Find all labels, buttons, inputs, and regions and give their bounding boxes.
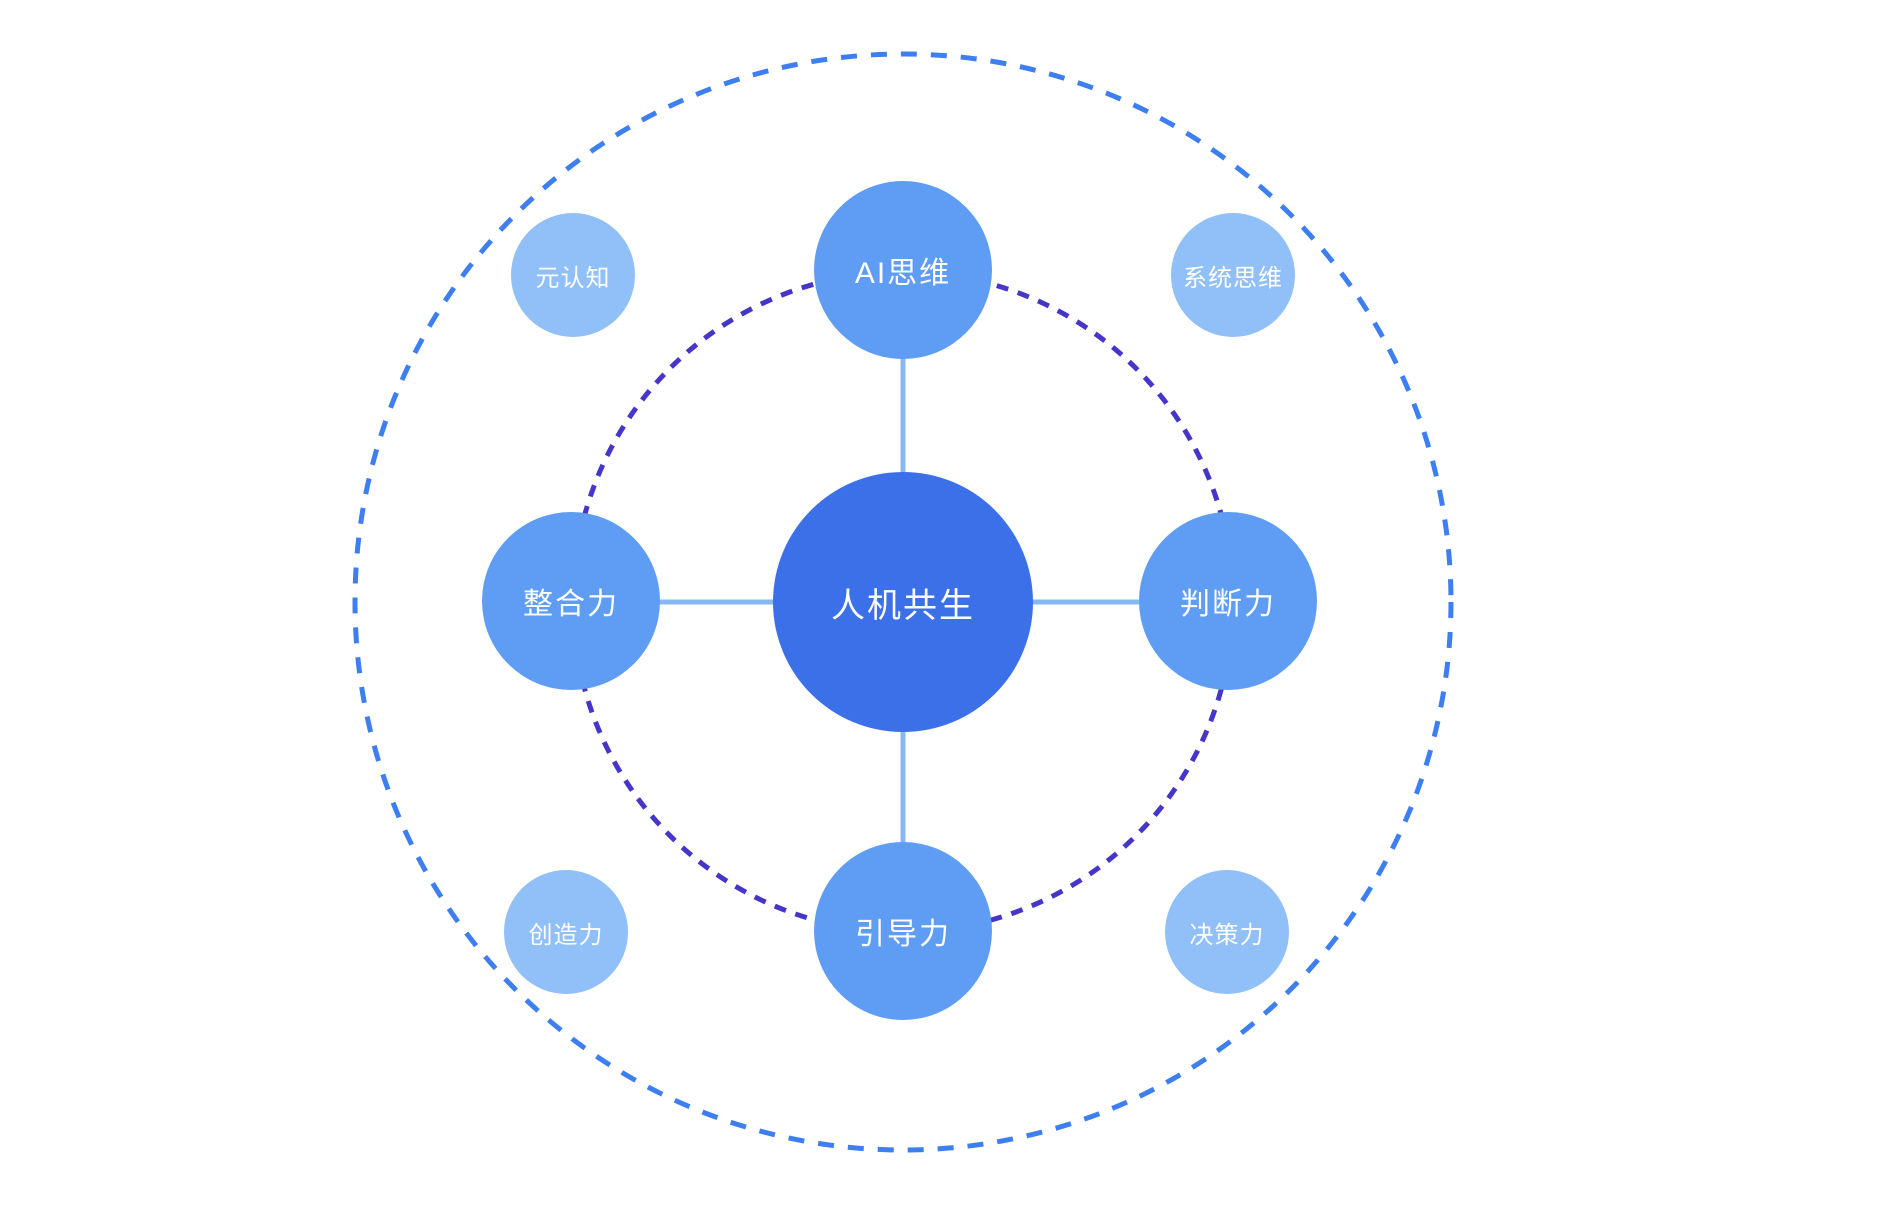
outer-node-systems-thinking: 系统思维 — [1171, 213, 1295, 337]
inner-node-label: 判断力 — [1180, 588, 1276, 621]
outer-dashed-ring — [352, 51, 1454, 1153]
outer-node-label: 创造力 — [528, 921, 604, 949]
outer-node-metacognition: 元认知 — [511, 213, 635, 337]
inner-node-label: 整合力 — [523, 588, 619, 621]
center-node-label: 人机共生 — [831, 586, 975, 625]
center-node: 人机共生 — [773, 472, 1033, 732]
inner-node-integration: 整合力 — [482, 512, 660, 690]
inner-node-label: 引导力 — [855, 918, 951, 951]
outer-node-decision-making: 决策力 — [1165, 870, 1289, 994]
outer-node-label: 系统思维 — [1183, 264, 1283, 292]
inner-node-judgment: 判断力 — [1139, 512, 1317, 690]
inner-node-guidance: 引导力 — [814, 842, 992, 1020]
outer-node-creativity: 创造力 — [504, 870, 628, 994]
outer-node-label: 决策力 — [1189, 921, 1265, 949]
outer-node-label: 元认知 — [535, 264, 611, 292]
inner-node-label: AI思维 — [854, 257, 952, 290]
inner-node-ai-thinking: AI思维 — [814, 181, 992, 359]
